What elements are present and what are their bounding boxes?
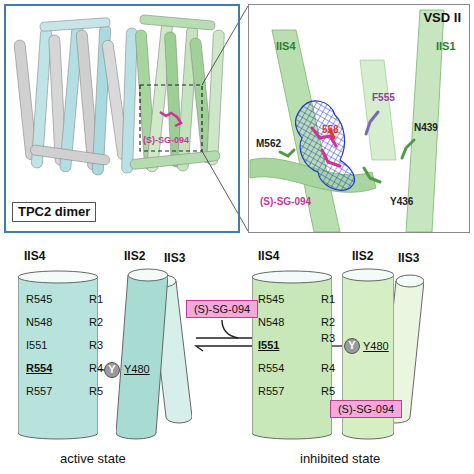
- ligand-sticks: [160, 112, 181, 126]
- salt-bridge-line: [80, 369, 106, 370]
- cylinder-top: [396, 275, 424, 287]
- node-text: IIS4: [258, 250, 279, 263]
- gating-charge-label: R5: [321, 385, 335, 397]
- cylinder-top: [252, 271, 332, 283]
- salt-bridge-line: [312, 345, 346, 347]
- cylinder-edge: [252, 277, 253, 433]
- tyrosine-marker: Y: [344, 338, 360, 354]
- ligand-label: (S)-SG-094: [143, 136, 189, 146]
- cylinder-body: [18, 277, 98, 433]
- gating-charge-label: R5: [89, 385, 103, 397]
- residue-label: 558: [322, 124, 339, 135]
- gating-charge-label: R3: [89, 339, 103, 351]
- zoom-line: [202, 6, 248, 85]
- gating-charge-label: R4: [321, 362, 335, 374]
- cylinder-top: [128, 269, 168, 281]
- residue-label: N439: [414, 122, 438, 133]
- residue-label: N548: [26, 316, 52, 328]
- node-text: VSD II: [423, 11, 461, 25]
- node-text: IIS4: [24, 250, 45, 263]
- gating-charge-label: R4: [89, 362, 103, 374]
- residue-label: R557: [26, 385, 52, 397]
- cylinder-body: [116, 275, 168, 433]
- residue-label: F555: [372, 92, 395, 103]
- marker-circle: [105, 363, 120, 378]
- residue-label: I551: [258, 339, 279, 351]
- node-text: (S)-SG-094: [187, 303, 257, 315]
- helix-label: IIS1: [436, 40, 456, 52]
- node-text: IIS3: [164, 252, 185, 265]
- residue-label: M562: [256, 138, 281, 149]
- density-mesh: [296, 101, 355, 190]
- node-text: TPC2 dimer: [12, 202, 96, 222]
- zoom-line: [202, 151, 248, 231]
- ligand-box: (S)-SG-094: [330, 400, 402, 418]
- residue-label: R545: [258, 293, 284, 305]
- gating-charge-label: R3: [321, 332, 335, 344]
- gating-charge-label: R1: [321, 293, 335, 305]
- residue-label: R554: [26, 362, 52, 374]
- cylinder-edge: [410, 281, 424, 417]
- gating-charge-label: R1: [89, 293, 103, 305]
- gating-charge-label: R2: [89, 316, 103, 328]
- helix-label: IIS4: [276, 40, 296, 52]
- cylinder-edge: [150, 281, 166, 417]
- residue-label: R554: [258, 362, 284, 374]
- node-text: (S)-SG-094: [331, 403, 401, 415]
- state-label: active state: [60, 452, 126, 466]
- cylinder-outline: [116, 268, 168, 440]
- node-text: IIS2: [124, 250, 145, 263]
- dimer-helices: [14, 15, 225, 176]
- node-text: Y: [104, 363, 120, 375]
- tyrosine-marker: Y: [104, 362, 120, 378]
- ligand-label: (S)-SG-094: [260, 196, 311, 207]
- equilibrium-arrows: [196, 320, 262, 351]
- residue-label: Y436: [390, 196, 413, 207]
- ligand-box: (S)-SG-094: [186, 300, 258, 318]
- helix-cylinder: IIS2: [116, 268, 168, 440]
- node-text: Y: [344, 339, 360, 351]
- cylinder-body: [252, 277, 332, 433]
- residue-label: R557: [258, 385, 284, 397]
- vsd-helices: [250, 10, 444, 232]
- residue-label: R545: [26, 293, 52, 305]
- residue-label: Y480: [124, 363, 150, 375]
- cylinder-edge: [18, 277, 19, 433]
- marker-circle: [345, 339, 360, 354]
- cylinder-top: [342, 269, 394, 281]
- residue-label: N548: [258, 316, 284, 328]
- structure-panel: TPC2 dimer: [4, 4, 240, 233]
- cylinder-edge: [116, 275, 128, 433]
- residue-sticks: [280, 112, 414, 182]
- residue-label: I551: [26, 339, 47, 351]
- zoom-box: [140, 85, 202, 151]
- charge-circles: [74, 294, 86, 398]
- state-label: inhibited state: [300, 452, 380, 466]
- residue-label: Y480: [363, 340, 389, 352]
- cylinder-top: [18, 271, 98, 283]
- charge-circles: [306, 294, 318, 398]
- node-text: IIS2: [352, 250, 373, 263]
- gating-charge-label: R2: [321, 316, 335, 328]
- node-text: IIS3: [398, 252, 419, 265]
- cylinder-top: [150, 275, 176, 287]
